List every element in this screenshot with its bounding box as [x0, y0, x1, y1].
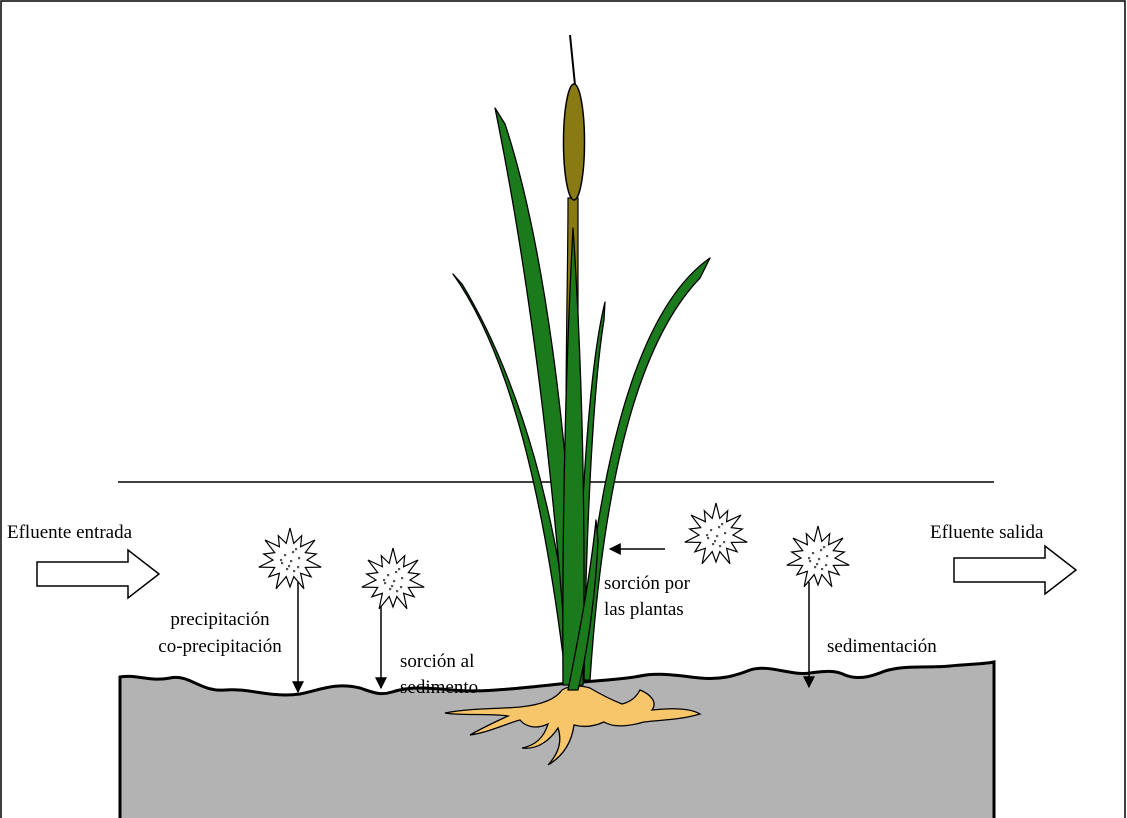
spiky-particle-icon: [685, 503, 747, 564]
outflow-label: Efluente salida: [930, 521, 1043, 545]
inflow-label: Efluente entrada: [7, 521, 132, 545]
sedimentation-label: sedimentación: [827, 635, 937, 659]
sediment-sorption-label-line2: sedimento: [400, 676, 478, 700]
spiky-particle-icon: [362, 548, 424, 609]
spiky-particle-icon: [787, 526, 849, 587]
sediment-layer: [120, 662, 994, 818]
sediment-sorption-label-line1: sorción al: [400, 650, 474, 674]
plant-sorption-label-line2: las plantas: [604, 598, 684, 622]
plant-sorption-label-line1: sorción por: [604, 572, 690, 596]
precipitation-label-line1: precipitación: [135, 608, 305, 632]
inflow-arrow-icon: [37, 550, 159, 598]
outflow-arrow-icon: [954, 546, 1076, 594]
spiky-particle-icon: [259, 528, 321, 589]
precipitation-label-line2: co-precipitación: [135, 635, 305, 659]
